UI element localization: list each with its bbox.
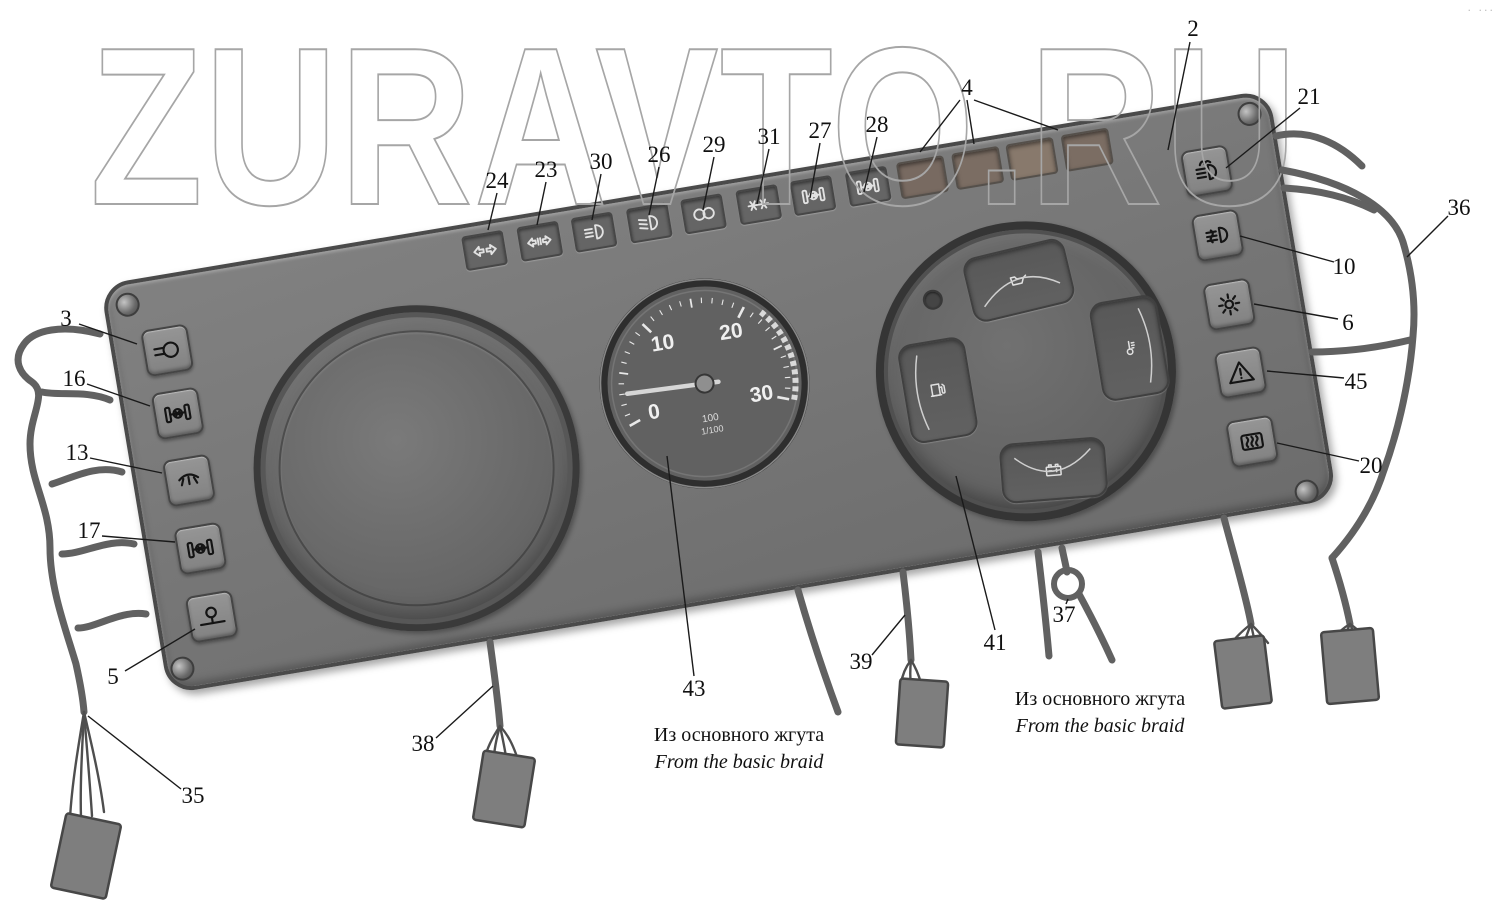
braid-caption: Из основного жгута From the basic braid	[950, 686, 1250, 740]
corner-screw	[1292, 477, 1321, 506]
combo-gauge-right	[1087, 293, 1172, 403]
connector-block	[894, 677, 950, 749]
callout-label-43: 43	[682, 676, 706, 701]
left-indicator-panel-illumination	[161, 453, 216, 508]
tacho-sub-label: 100	[701, 412, 720, 426]
callout-label-10: 10	[1332, 254, 1356, 279]
left-indicator-diff-lock	[150, 385, 205, 441]
callout-label-2: 2	[1187, 16, 1199, 41]
turn-signals-indicator	[460, 229, 509, 271]
callout-label-4: 4	[961, 75, 973, 100]
diff-lock-icon	[186, 538, 214, 559]
tacho-tick-label: 10	[649, 330, 676, 357]
callout-label-29: 29	[702, 132, 726, 157]
headlamp-washer-icon	[1194, 159, 1217, 180]
callout-label-16: 16	[62, 366, 86, 391]
left-indicator-trailer-hook	[184, 589, 239, 644]
callout-label-20: 20	[1359, 453, 1383, 478]
caption-en: From the basic braid	[654, 751, 824, 773]
callout-label-3: 3	[60, 306, 72, 331]
callout-label-17: 17	[77, 518, 101, 543]
callout-label-30: 30	[589, 149, 613, 174]
tacho-tick-label: 0	[646, 400, 661, 425]
loop-wire-tail	[1075, 590, 1116, 664]
corner-screw	[113, 290, 142, 319]
corner-artifact: · ···	[1467, 4, 1495, 17]
callout-label-27: 27	[808, 118, 832, 143]
leader-line-36	[1406, 215, 1449, 258]
caption-ru: Из основного жгута	[1014, 688, 1186, 710]
turn-signals-icon	[472, 243, 497, 257]
watermark: ZURAVTO.RU	[89, 0, 1299, 252]
caption-ru: Из основного жгута	[653, 724, 825, 746]
temperature-icon	[1126, 340, 1135, 356]
connector-block	[1319, 626, 1381, 706]
connector-block	[50, 812, 122, 900]
braid-caption: Из основного жгута From the basic braid	[589, 722, 889, 776]
right-indicator-blower	[1201, 276, 1256, 332]
callout-label-39: 39	[849, 649, 873, 674]
panel-illumination-icon	[177, 472, 199, 486]
trailer-hook-icon	[199, 606, 226, 626]
callout-label-28: 28	[865, 112, 889, 137]
combo-gauge-bottom	[998, 436, 1109, 505]
right-indicator-heated-glass	[1224, 414, 1279, 469]
speedometer-gauge	[228, 280, 605, 656]
combination-gauge	[853, 198, 1199, 545]
callout-label-37: 37	[1052, 602, 1076, 627]
wire-loop-37	[1051, 567, 1085, 601]
turn-signals-double-indicator	[515, 220, 563, 262]
fuel-pump-icon	[930, 383, 946, 398]
callout-label-36: 36	[1447, 195, 1471, 220]
indicator-dot	[921, 288, 945, 312]
braid-wire-2	[1034, 548, 1053, 660]
callout-label-5: 5	[107, 664, 119, 689]
connector-block	[472, 749, 536, 829]
caption-en: From the basic braid	[1015, 715, 1185, 737]
corner-screw	[168, 654, 197, 683]
left-indicator-diff-lock	[172, 521, 227, 576]
tacho-needle-hub	[694, 373, 715, 394]
combo-gauge-top	[960, 236, 1078, 325]
left-indicator-glow-plug	[139, 322, 194, 377]
right-indicator-rear-fog	[1190, 207, 1245, 263]
combo-gauge-left	[896, 335, 980, 446]
leader-line-38	[435, 685, 494, 739]
braid-wire-1	[794, 586, 842, 716]
callout-label-45: 45	[1344, 369, 1368, 394]
glow-plug-icon	[152, 341, 179, 358]
high-beam-icon	[583, 223, 604, 240]
callout-label-41: 41	[983, 630, 1007, 655]
tacho-tick-label: 30	[748, 381, 775, 408]
turn-signals-double-icon	[527, 234, 552, 248]
low-beam-icon	[637, 214, 658, 230]
tacho-tick-label: 20	[718, 319, 745, 346]
rear-fog-icon	[1204, 226, 1228, 243]
callout-label-38: 38	[411, 731, 435, 756]
bottom-harness-39	[899, 568, 915, 664]
callout-label-35: 35	[181, 783, 205, 808]
right-indicator-headlamp-washer	[1179, 143, 1234, 198]
right-indicator-warning	[1212, 344, 1268, 400]
warning-icon	[1228, 360, 1255, 384]
tacho-sub-label: 1/100	[700, 423, 724, 437]
heated-glass-icon	[1239, 431, 1264, 451]
leader-line-39	[871, 614, 906, 656]
leader-line-35	[87, 715, 182, 790]
low-beam-indicator	[625, 201, 673, 244]
callout-label-31: 31	[757, 124, 781, 149]
high-beam-indicator	[570, 211, 618, 253]
blower-icon	[1217, 292, 1240, 316]
callout-label-13: 13	[65, 440, 89, 465]
bottom-harness-38	[486, 638, 504, 730]
callout-label-26: 26	[647, 142, 671, 167]
callout-label-6: 6	[1342, 310, 1354, 335]
callout-label-24: 24	[485, 168, 509, 193]
callout-label-23: 23	[534, 157, 558, 182]
diff-lock-icon	[163, 403, 191, 423]
callout-label-21: 21	[1297, 84, 1321, 109]
